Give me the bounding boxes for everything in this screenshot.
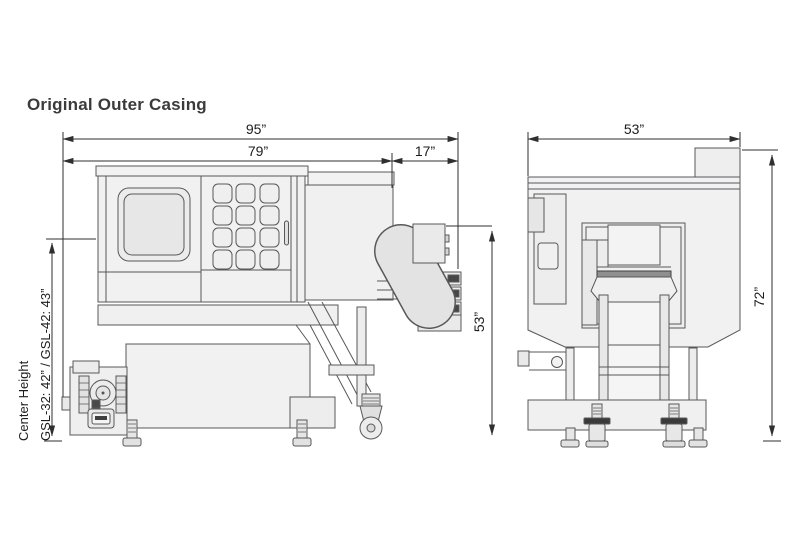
side-view-dimensions: 95” 79” 17” 53” Center Height GSL-32: 42…	[16, 121, 496, 442]
control-button-grid	[212, 183, 280, 270]
base-foot-left	[560, 427, 580, 448]
base-foot-right	[688, 427, 708, 448]
conveyor-rail-right	[659, 294, 670, 415]
height-ref-lines-front	[742, 149, 781, 442]
center-height-values: GSL-32: 42” / GSL-42: 43”	[38, 289, 53, 441]
center-height-title: Center Height	[16, 360, 31, 441]
swivel-caster	[359, 393, 383, 440]
left-edge-box	[527, 197, 545, 233]
center-height-ref-lines	[44, 238, 96, 442]
support-strut-right	[688, 347, 698, 401]
side-view-machine	[61, 165, 462, 447]
chute-post	[356, 306, 367, 407]
chute-crossbar	[328, 364, 375, 376]
bed-band	[97, 304, 339, 326]
viewing-window-glass	[123, 193, 185, 256]
conveyor	[598, 294, 670, 415]
top-band-lines	[528, 182, 740, 190]
conveyor-rail-left	[598, 294, 609, 415]
dim-label-79: 79”	[248, 143, 269, 159]
support-strut-left	[565, 347, 575, 401]
panel-dividers	[98, 176, 298, 302]
door-handle-slot	[284, 220, 289, 246]
side-tab	[517, 350, 530, 367]
dim-label-72: 72”	[751, 287, 767, 308]
leveling-foot-right	[292, 419, 312, 447]
left-panel-window	[537, 242, 559, 270]
side-bracket-lines	[529, 351, 566, 371]
dim-label-17: 17”	[415, 143, 436, 159]
drain-port	[551, 356, 563, 368]
leveling-foot-left	[122, 419, 142, 447]
dim-label-53-front: 53”	[624, 121, 645, 137]
front-view-dimensions: 53” 72”	[527, 121, 781, 442]
chute-mouth-bar	[596, 270, 672, 278]
roof-step-band	[307, 171, 395, 186]
roof-band	[95, 165, 309, 177]
bed-bevel	[295, 324, 311, 345]
conveyor-caster-right	[660, 403, 688, 448]
conveyor-belt	[607, 301, 661, 415]
coolant-pump-unit	[61, 360, 128, 436]
dim-label-53-side: 53”	[471, 312, 487, 333]
spindle-end-box	[412, 223, 450, 264]
spindle-step	[596, 239, 609, 268]
base-cabinet	[125, 343, 311, 429]
page-title: Original Outer Casing	[27, 95, 207, 114]
front-view-machine	[517, 147, 741, 448]
spindle-head-box	[607, 224, 661, 266]
parts-catcher-arm	[374, 224, 456, 329]
dim-label-95: 95”	[246, 121, 267, 137]
conveyor-caster-left	[583, 403, 611, 448]
roof-raised-box	[694, 147, 741, 178]
